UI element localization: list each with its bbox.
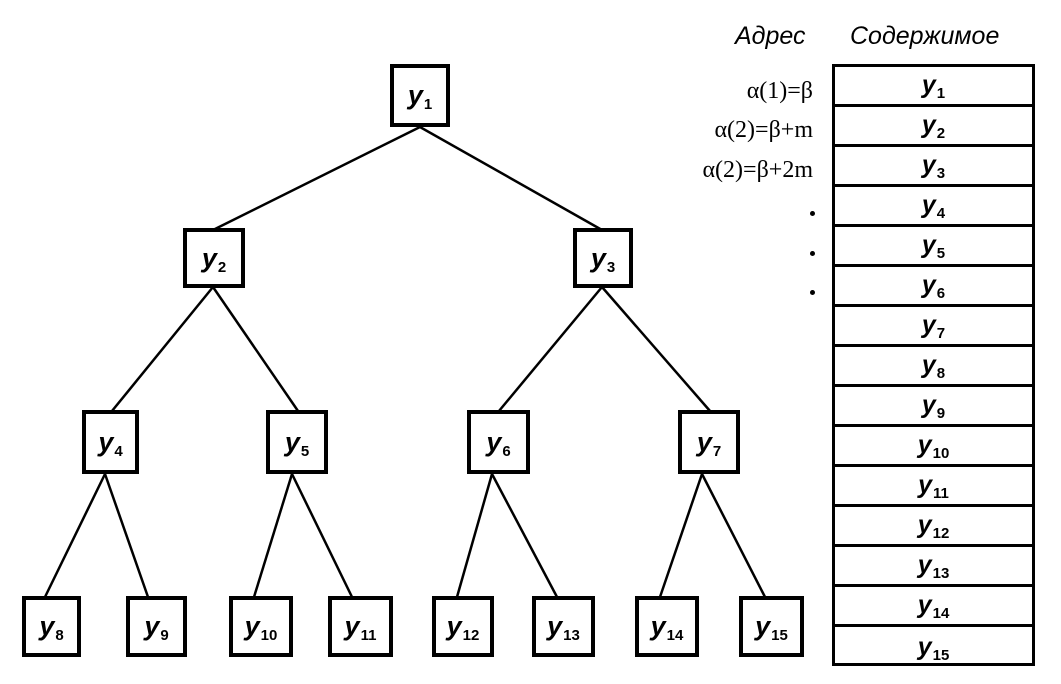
edge-7-15 — [700, 473, 767, 598]
edge-4-9 — [103, 473, 150, 598]
memory-cell: y12 — [835, 507, 1032, 547]
memory-cell: y11 — [835, 467, 1032, 507]
memory-cell: y5 — [835, 227, 1032, 267]
edge-3-6 — [498, 286, 603, 412]
tree-node-y6: y6 — [467, 410, 530, 474]
edge-2-5 — [211, 286, 300, 412]
memory-cell: y6 — [835, 267, 1032, 307]
memory-cell: y9 — [835, 387, 1032, 427]
address-ellipsis-dot — [810, 251, 815, 256]
address-label: α(1)=β — [746, 78, 813, 104]
edge-7-14 — [658, 473, 704, 598]
memory-cell: y8 — [835, 347, 1032, 387]
memory-cell: y4 — [835, 187, 1032, 227]
tree-node-y15: y15 — [739, 596, 804, 657]
tree-node-y7: y7 — [678, 410, 740, 474]
tree-node-y11: y11 — [328, 596, 393, 657]
tree-node-y9: y9 — [126, 596, 187, 657]
address-header: Адрес — [735, 22, 806, 50]
edge-6-13 — [490, 473, 559, 598]
edge-4-8 — [43, 473, 107, 598]
edge-3-7 — [601, 286, 711, 412]
edge-1-2 — [212, 125, 421, 232]
memory-cell: y2 — [835, 107, 1032, 147]
tree-node-y1: y1 — [390, 64, 450, 127]
edge-6-12 — [455, 473, 494, 598]
edge-1-3 — [419, 125, 603, 232]
tree-node-y5: y5 — [266, 410, 328, 474]
address-ellipsis-dot — [810, 211, 815, 216]
memory-cell: y1 — [835, 67, 1032, 107]
memory-cell: y7 — [835, 307, 1032, 347]
memory-cell: y14 — [835, 587, 1032, 627]
contents-header: Содержимое — [850, 22, 1000, 50]
address-ellipsis-dot — [810, 290, 815, 295]
edge-2-4 — [111, 286, 214, 412]
tree-node-y3: y3 — [573, 228, 633, 288]
edge-5-11 — [290, 473, 354, 598]
tree-node-y4: y4 — [82, 410, 139, 474]
memory-column: y1 y2 y3 y4 y5 y6 y7 y8 y9 y10 y11 y12 y… — [832, 64, 1035, 666]
tree-node-y14: y14 — [635, 596, 699, 657]
memory-cell: y15 — [917, 632, 950, 664]
address-label: α(2)=β+2m — [702, 157, 813, 183]
memory-cell: y3 — [835, 147, 1032, 187]
memory-cell: y10 — [835, 427, 1032, 467]
memory-cell: y13 — [835, 547, 1032, 587]
tree-node-y8: y8 — [22, 596, 81, 657]
tree-node-y13: y13 — [532, 596, 595, 657]
tree-node-y12: y12 — [432, 596, 494, 657]
tree-node-y10: y10 — [229, 596, 293, 657]
address-label: α(2)=β+m — [714, 117, 813, 143]
edge-5-10 — [252, 473, 294, 598]
tree-node-y2: y2 — [183, 228, 245, 288]
